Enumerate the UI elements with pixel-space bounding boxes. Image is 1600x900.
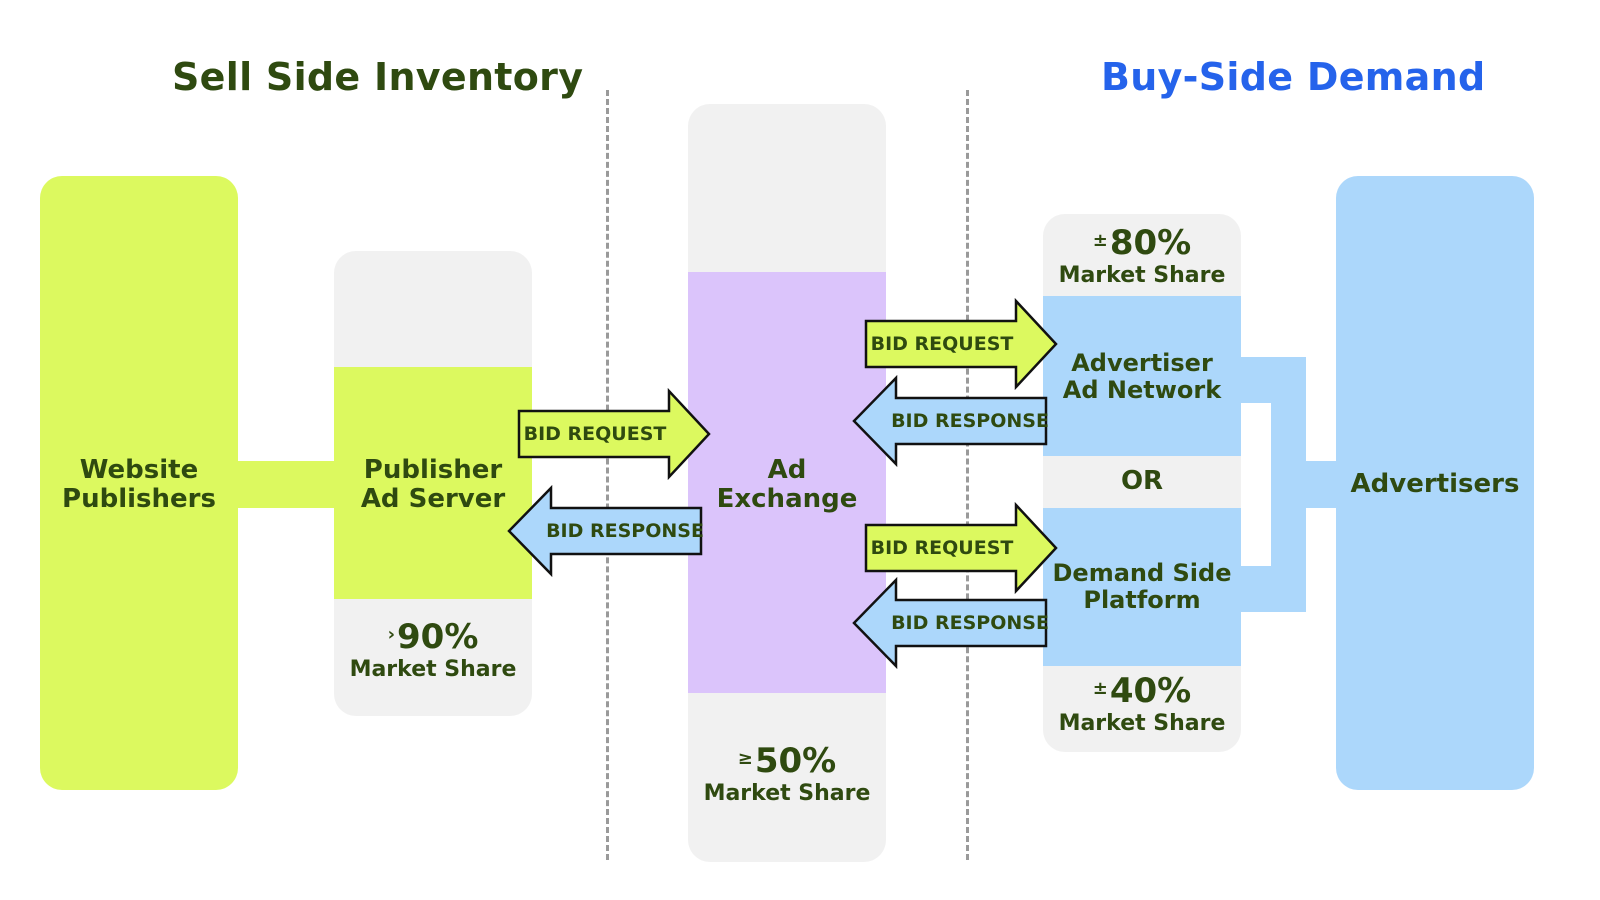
share-prefix: › [387,624,396,645]
publisher-ad-server-label: Publisher Ad Server [360,454,506,514]
bid-request-arrow-adnetwork: BID REQUEST [864,297,1058,391]
buy-side-heading: Buy-Side Demand [1101,55,1486,99]
share-label: Market Share [1058,263,1226,288]
connector-publishers-adserver [236,461,336,508]
share-value: 80% [1109,223,1192,263]
share-value: 90% [397,617,479,657]
share-label: Market Share [703,781,871,806]
share-prefix: ≥ [737,748,753,769]
bid-response-arrow-adnetwork: BID RESPONSE [852,374,1049,468]
share-prefix: ± [1092,230,1108,251]
sell-side-heading: Sell Side Inventory [172,55,584,99]
share-prefix: ± [1092,678,1108,699]
share-label: Market Share [1058,711,1226,736]
publisher-ad-server-share: ›90% Market Share [334,618,532,684]
bid-response-label: BID RESPONSE [546,520,704,542]
share-value: 40% [1109,671,1192,711]
demand-side-platform-label: Demand Side Platform [1052,559,1232,614]
left-arrow-icon [852,374,1048,468]
bid-response-label: BID RESPONSE [891,410,1049,432]
share-label: Market Share [349,657,517,682]
demand-side-platform-share: ±40% Market Share [1043,672,1241,738]
advertiser-ad-network-box [1043,296,1241,456]
bid-request-label: BID REQUEST [870,537,1014,559]
right-arrow-icon [864,297,1058,391]
left-arrow-icon [507,484,703,578]
divider-exchange-buy [966,90,969,860]
bid-response-label: BID RESPONSE [891,612,1049,634]
ad-exchange-label: Ad Exchange [716,454,858,514]
bid-request-arrow-dsp: BID REQUEST [864,501,1058,595]
publisher-ad-server-box [334,367,532,599]
share-value: 50% [754,741,837,781]
connector-bracket-advertisers [1300,461,1340,508]
ad-exchange-share: ≥50% Market Share [688,742,886,808]
bid-request-label: BID REQUEST [523,423,667,445]
bid-response-arrow-dsp: BID RESPONSE [852,576,1049,670]
advertiser-ad-network-label: Advertiser Ad Network [1062,349,1222,404]
or-label: OR [1120,466,1164,497]
right-arrow-icon [517,387,711,481]
bid-request-label: BID REQUEST [870,333,1014,355]
demand-side-platform-box [1043,508,1241,666]
bid-response-arrow-sell: BID RESPONSE [507,484,704,578]
website-publishers-box [40,176,238,790]
advertisers-box [1336,176,1534,790]
advertisers-label: Advertisers [1350,469,1520,500]
bid-request-arrow-sell: BID REQUEST [517,387,711,481]
right-arrow-icon [864,501,1058,595]
divider-sell-exchange [606,90,609,860]
advertiser-ad-network-share: ±80% Market Share [1043,224,1241,290]
left-arrow-icon [852,576,1048,670]
website-publishers-label: Website Publishers [62,454,216,514]
